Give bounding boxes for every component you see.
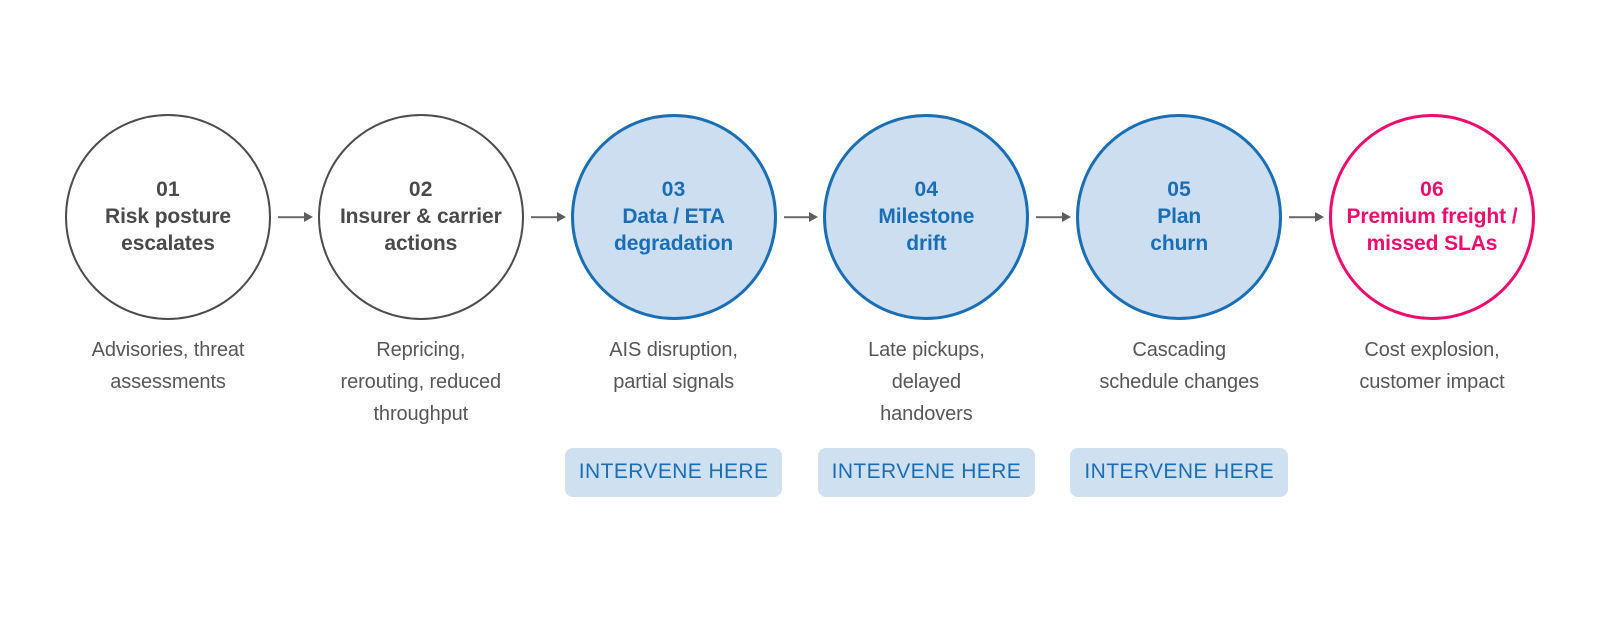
caption-slot-01: Advisories, threat assessments [64,334,272,398]
arrow-shaft-icon [783,216,812,218]
arrow-shaft-icon [278,216,306,218]
flow-node-03[interactable]: 03 Data / ETA degradation [570,113,778,321]
flow-node-04[interactable]: 04 Milestone drift [822,113,1030,321]
node-number-01: 01 [156,178,180,202]
caption-slot-02: Repricing, rerouting, reduced throughput [317,334,525,430]
arrow-head-icon [1314,212,1324,222]
node-number-05: 05 [1167,178,1192,202]
node-number-04: 04 [914,178,939,202]
badge-slot-03: INTERVENE HERE [564,448,783,497]
flow-node-05[interactable]: 05 Plan churn [1075,113,1283,321]
node-title-06: Premium freight / missed SLAs [1346,205,1518,255]
node-circle-06[interactable]: 06 Premium freight / missed SLAs [1328,114,1535,320]
flow-node-01[interactable]: 01 Risk posture escalates [64,113,272,321]
node-circle-01[interactable]: 01 Risk posture escalates [65,114,271,320]
arrow-shaft-icon [1036,216,1065,218]
node-title-01: Risk posture escalates [105,205,231,255]
arrow-01-to-02 [274,210,315,224]
node-number-03: 03 [661,178,686,202]
badge-slot-04: INTERVENE HERE [817,448,1036,497]
arrow-shaft-icon [530,216,559,218]
caption-slot-06: Cost explosion, customer impact [1328,334,1536,398]
intervene-badge-row: INTERVENE HERE INTERVENE HERE INTERVENE … [64,448,1536,497]
caption-slot-03: AIS disruption, partial signals [570,334,778,398]
intervene-badge-05[interactable]: INTERVENE HERE [1070,448,1288,497]
arrow-shaft-icon [1289,216,1317,218]
arrow-head-icon [556,212,566,222]
node-caption-05: Cascading schedule changes [1099,339,1259,393]
flow-node-02[interactable]: 02 Insurer & carrier actions [317,113,525,321]
node-caption-01: Advisories, threat assessments [91,339,245,393]
flow-node-row: 01 Risk posture escalates 02 Insurer & c… [64,112,1536,322]
arrow-head-icon [1062,212,1072,222]
arrow-03-to-04 [780,210,821,224]
node-title-02: Insurer & carrier actions [339,205,502,255]
intervene-badge-03[interactable]: INTERVENE HERE [564,448,783,497]
node-circle-02[interactable]: 02 Insurer & carrier actions [317,114,524,320]
node-caption-row: Advisories, threat assessments Repricing… [64,334,1536,430]
node-caption-02: Repricing, rerouting, reduced throughput [340,339,502,425]
arrow-head-icon [809,212,819,222]
node-caption-04: Late pickups, delayed handovers [868,339,985,425]
node-title-05: Plan churn [1150,205,1209,255]
node-caption-03: AIS disruption, partial signals [609,339,738,393]
flow-node-06[interactable]: 06 Premium freight / missed SLAs [1328,113,1536,321]
node-number-06: 06 [1420,178,1444,202]
badge-slot-05: INTERVENE HERE [1070,448,1288,497]
caption-slot-04: Late pickups, delayed handovers [822,334,1030,430]
caption-slot-05: Cascading schedule changes [1075,334,1283,398]
node-title-03: Data / ETA degradation [614,205,734,255]
arrow-head-icon [303,212,313,222]
intervene-badge-04[interactable]: INTERVENE HERE [817,448,1036,497]
arrow-05-to-06 [1285,210,1326,224]
arrow-02-to-03 [527,210,568,224]
node-circle-05[interactable]: 05 Plan churn [1076,114,1283,320]
node-number-02: 02 [408,178,433,202]
node-circle-04[interactable]: 04 Milestone drift [823,114,1030,320]
arrow-04-to-05 [1032,210,1073,224]
node-caption-06: Cost explosion, customer impact [1359,339,1505,393]
node-title-04: Milestone drift [878,205,975,255]
node-circle-03[interactable]: 03 Data / ETA degradation [570,114,777,320]
